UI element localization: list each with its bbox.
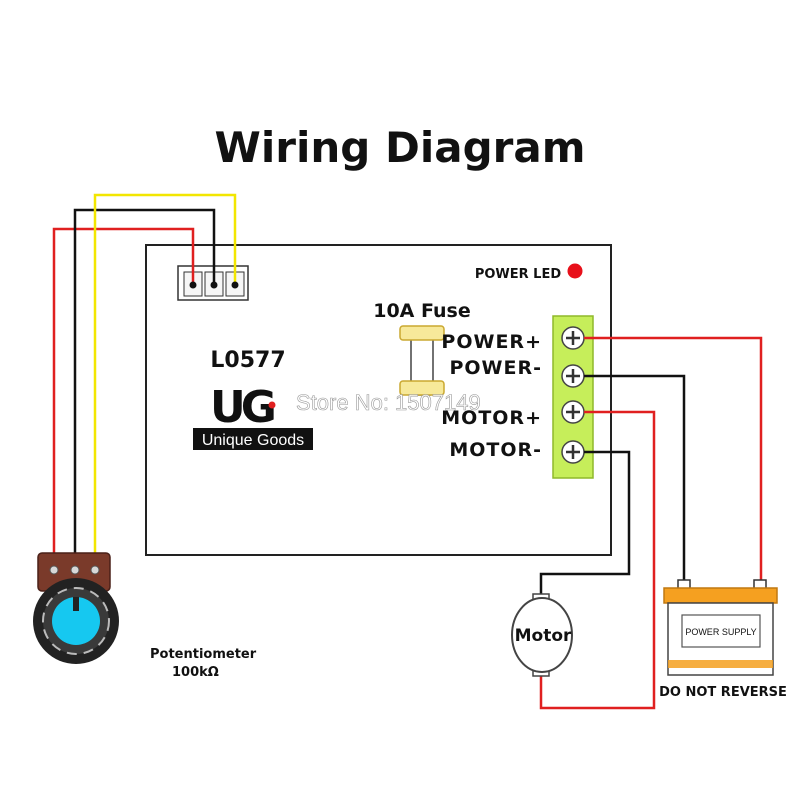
screw-terminal-motor-plus [561, 400, 585, 424]
motor-label: Motor [515, 626, 572, 646]
terminal-label-motor-minus: MOTOR- [449, 439, 542, 461]
terminal-label-power-minus: POWER- [449, 357, 542, 379]
terminal-label-power-plus: POWER+ [441, 331, 542, 353]
potentiometer-label: Potentiometer [150, 647, 257, 662]
fuse [399, 325, 445, 396]
terminal-label-motor-plus: MOTOR+ [441, 407, 542, 429]
wire-pot-black [73, 208, 216, 554]
screw-terminal-power-minus [561, 364, 585, 388]
wire-motor-minus [539, 450, 631, 596]
store-watermark: Store No: 1507149 [296, 390, 481, 415]
diagram-title: Wiring Diagram [215, 123, 586, 172]
output-wires [539, 336, 763, 710]
screw-terminal-power-plus [561, 326, 585, 350]
power-led-label: POWER LED [475, 267, 561, 282]
motor [511, 593, 573, 677]
wire-motor-plus [539, 410, 656, 710]
screw-terminal-motor-minus [561, 440, 585, 464]
power-supply [663, 579, 778, 676]
wire-power-plus [584, 336, 763, 584]
wire-pot-yellow [93, 193, 237, 554]
power-supply-label: POWER SUPPLY [685, 627, 756, 637]
model-number: L0577 [210, 348, 285, 373]
terminal-block [552, 315, 594, 479]
power-led [567, 263, 583, 279]
logo-mark: UG [210, 382, 274, 433]
wire-power-minus [584, 374, 686, 584]
potentiometer-value: 100kΩ [172, 665, 219, 680]
logo-red-dot [268, 401, 276, 409]
potentiometer [33, 552, 119, 664]
brand-logo: UG Unique Goods [193, 382, 313, 450]
fuse-label: 10A Fuse [373, 300, 471, 322]
wire-pot-red [52, 227, 195, 554]
pot-knob[interactable] [52, 597, 100, 645]
polarity-warning: DO NOT REVERSE [659, 685, 787, 700]
brand-name: Unique Goods [202, 432, 304, 449]
pot-wires [52, 193, 237, 554]
